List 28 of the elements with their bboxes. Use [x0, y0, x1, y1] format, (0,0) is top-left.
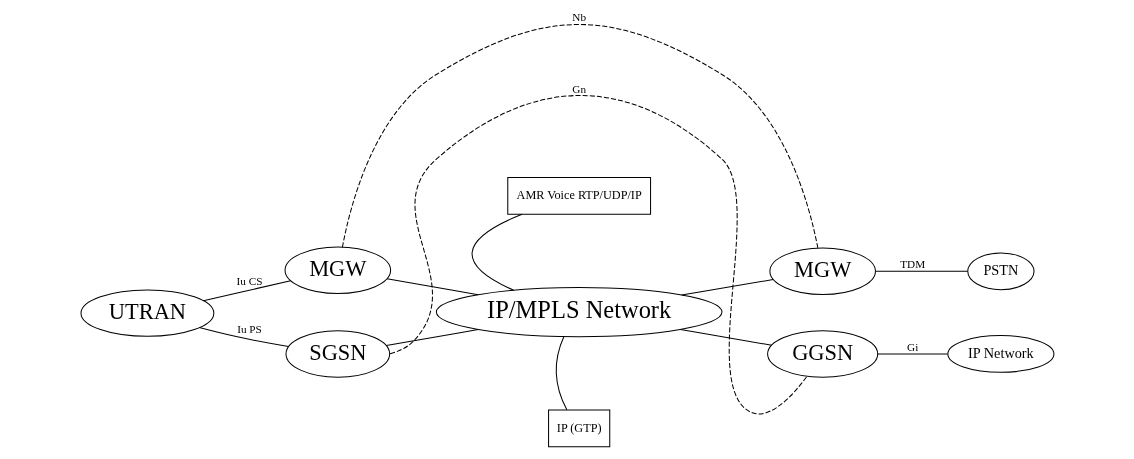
- connector: [198, 327, 289, 348]
- connector: [385, 278, 479, 296]
- node-ellipse: PSTN: [966, 252, 1035, 291]
- edge-label: Gi: [906, 340, 918, 353]
- connector: [385, 329, 479, 347]
- connector: [874, 270, 968, 272]
- node-ellipse: SGSN: [285, 330, 390, 378]
- node-box: AMR Voice RTP/UDP/IP: [506, 176, 651, 215]
- edge-label: Iu PS: [236, 323, 262, 336]
- node-ellipse: MGW: [768, 247, 876, 296]
- node-ellipse: IP Network: [946, 335, 1054, 373]
- edge-label: Nb: [571, 11, 586, 24]
- connector: [876, 353, 948, 355]
- node-ellipse: MGW: [284, 246, 391, 294]
- edge-label: Gn: [571, 82, 586, 95]
- connector: [341, 23, 818, 249]
- node-box: IP (GTP): [547, 409, 610, 448]
- connector: [680, 279, 774, 296]
- edge-label: Iu CS: [236, 275, 262, 288]
- node-ellipse: UTRAN: [80, 289, 214, 337]
- connector: [389, 94, 808, 415]
- connector: [679, 328, 772, 346]
- connector: [471, 213, 523, 291]
- node-ellipse: IP/MPLS Network: [435, 287, 722, 338]
- connector: [202, 280, 291, 302]
- edge-label: TDM: [899, 258, 925, 271]
- node-ellipse: GGSN: [766, 330, 878, 378]
- connector: [555, 336, 567, 411]
